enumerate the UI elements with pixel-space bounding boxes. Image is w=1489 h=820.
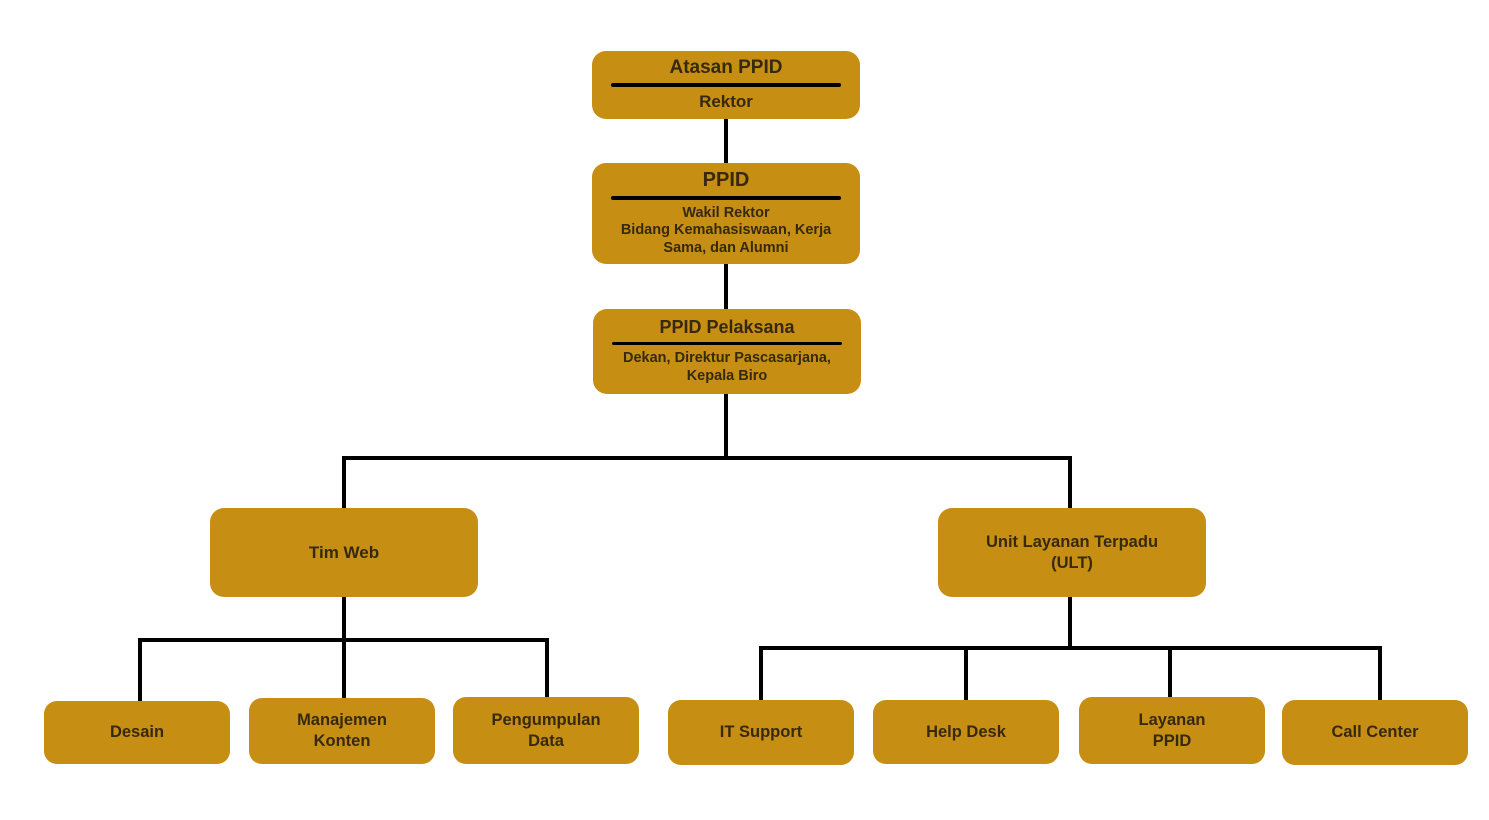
org-node-unit-layanan-terpadu: Unit Layanan Terpadu (ULT) xyxy=(938,508,1206,597)
org-node-manajemen-konten: Manajemen Konten xyxy=(249,698,435,764)
title-divider xyxy=(610,196,842,200)
call-center-label: Call Center xyxy=(1331,723,1419,742)
org-node-ppid: PPID Wakil Rektor Bidang Kemahasiswaan, … xyxy=(592,163,860,264)
org-node-tim-web: Tim Web xyxy=(210,508,478,597)
org-node-call-center: Call Center xyxy=(1282,700,1468,765)
ppid-subtitle: Wakil Rektor Bidang Kemahasiswaan, Kerja… xyxy=(620,204,832,257)
org-node-help-desk: Help Desk xyxy=(873,700,1059,764)
ult-label: Unit Layanan Terpadu (ULT) xyxy=(985,532,1159,572)
ppid-pelaksana-subtitle: Dekan, Direktur Pascasarjana, Kepala Bir… xyxy=(623,350,831,385)
org-node-ppid-pelaksana: PPID Pelaksana Dekan, Direktur Pascasarj… xyxy=(593,309,861,394)
ppid-pelaksana-title: PPID Pelaksana xyxy=(659,317,795,338)
desain-label: Desain xyxy=(109,723,165,742)
org-node-desain: Desain xyxy=(44,701,230,764)
pengumpulan-data-label: Pengumpulan Data xyxy=(491,710,601,750)
org-node-pengumpulan-data: Pengumpulan Data xyxy=(453,697,639,764)
title-divider xyxy=(610,83,842,87)
atasan-ppid-title: Atasan PPID xyxy=(669,57,783,79)
it-support-label: IT Support xyxy=(719,723,803,742)
ppid-title: PPID xyxy=(702,169,750,192)
org-node-it-support: IT Support xyxy=(668,700,854,765)
tim-web-label: Tim Web xyxy=(308,542,380,562)
layanan-ppid-label: Layanan PPID xyxy=(1138,710,1206,750)
org-node-atasan-ppid: Atasan PPID Rektor xyxy=(592,51,860,119)
title-divider xyxy=(611,341,843,346)
atasan-ppid-subtitle: Rektor xyxy=(699,91,753,111)
org-node-layanan-ppid: Layanan PPID xyxy=(1079,697,1265,764)
manajemen-konten-label: Manajemen Konten xyxy=(297,711,387,750)
help-desk-label: Help Desk xyxy=(926,722,1006,741)
